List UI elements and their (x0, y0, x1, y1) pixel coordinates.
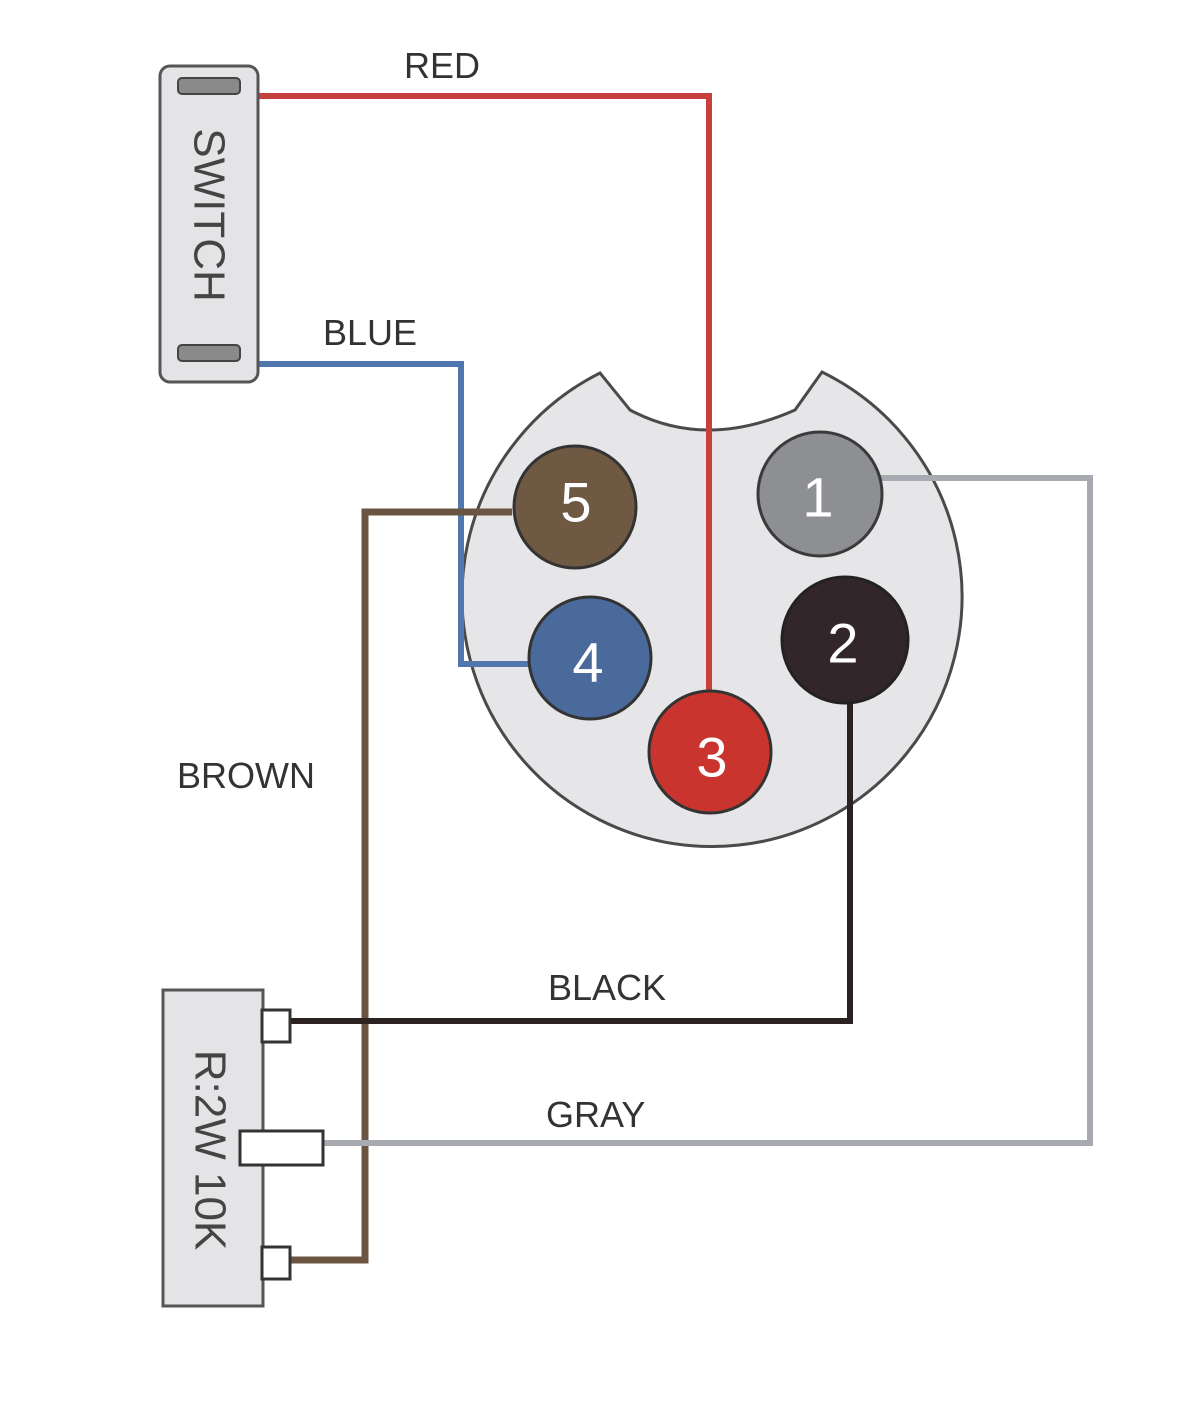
brown-wire (290, 508, 512, 1264)
resistor-terminal-bottom (260, 1245, 292, 1281)
resistor-terminal-middle (238, 1129, 325, 1167)
gray-wire-label: GRAY (546, 1094, 645, 1135)
svg-text:4: 4 (572, 631, 603, 694)
svg-text:3: 3 (696, 726, 727, 789)
switch-terminal-top (177, 77, 241, 95)
brown-wire-label: BROWN (177, 755, 315, 796)
blue-wire-label: BLUE (323, 312, 417, 353)
resistor-component: R:2W 10K (161, 988, 325, 1308)
switch-component: SWITCH (158, 64, 260, 384)
pin-3: 3 (647, 689, 773, 815)
svg-text:5: 5 (560, 471, 591, 534)
black-wire (290, 695, 853, 1024)
resistor-terminal-top (260, 1008, 292, 1044)
pin-1: 1 (756, 430, 884, 558)
switch-label: SWITCH (185, 128, 234, 302)
red-wire-label: RED (404, 45, 480, 86)
pin-2: 2 (780, 575, 910, 705)
pin-4: 4 (527, 595, 653, 721)
svg-text:2: 2 (827, 612, 858, 675)
svg-text:1: 1 (802, 466, 833, 529)
switch-terminal-bottom (177, 344, 241, 362)
pin-5: 5 (512, 444, 638, 570)
resistor-label: R:2W 10K (186, 1050, 235, 1251)
gray-wire (323, 475, 1093, 1146)
red-wire (256, 93, 712, 692)
black-wire-label: BLACK (548, 967, 666, 1008)
